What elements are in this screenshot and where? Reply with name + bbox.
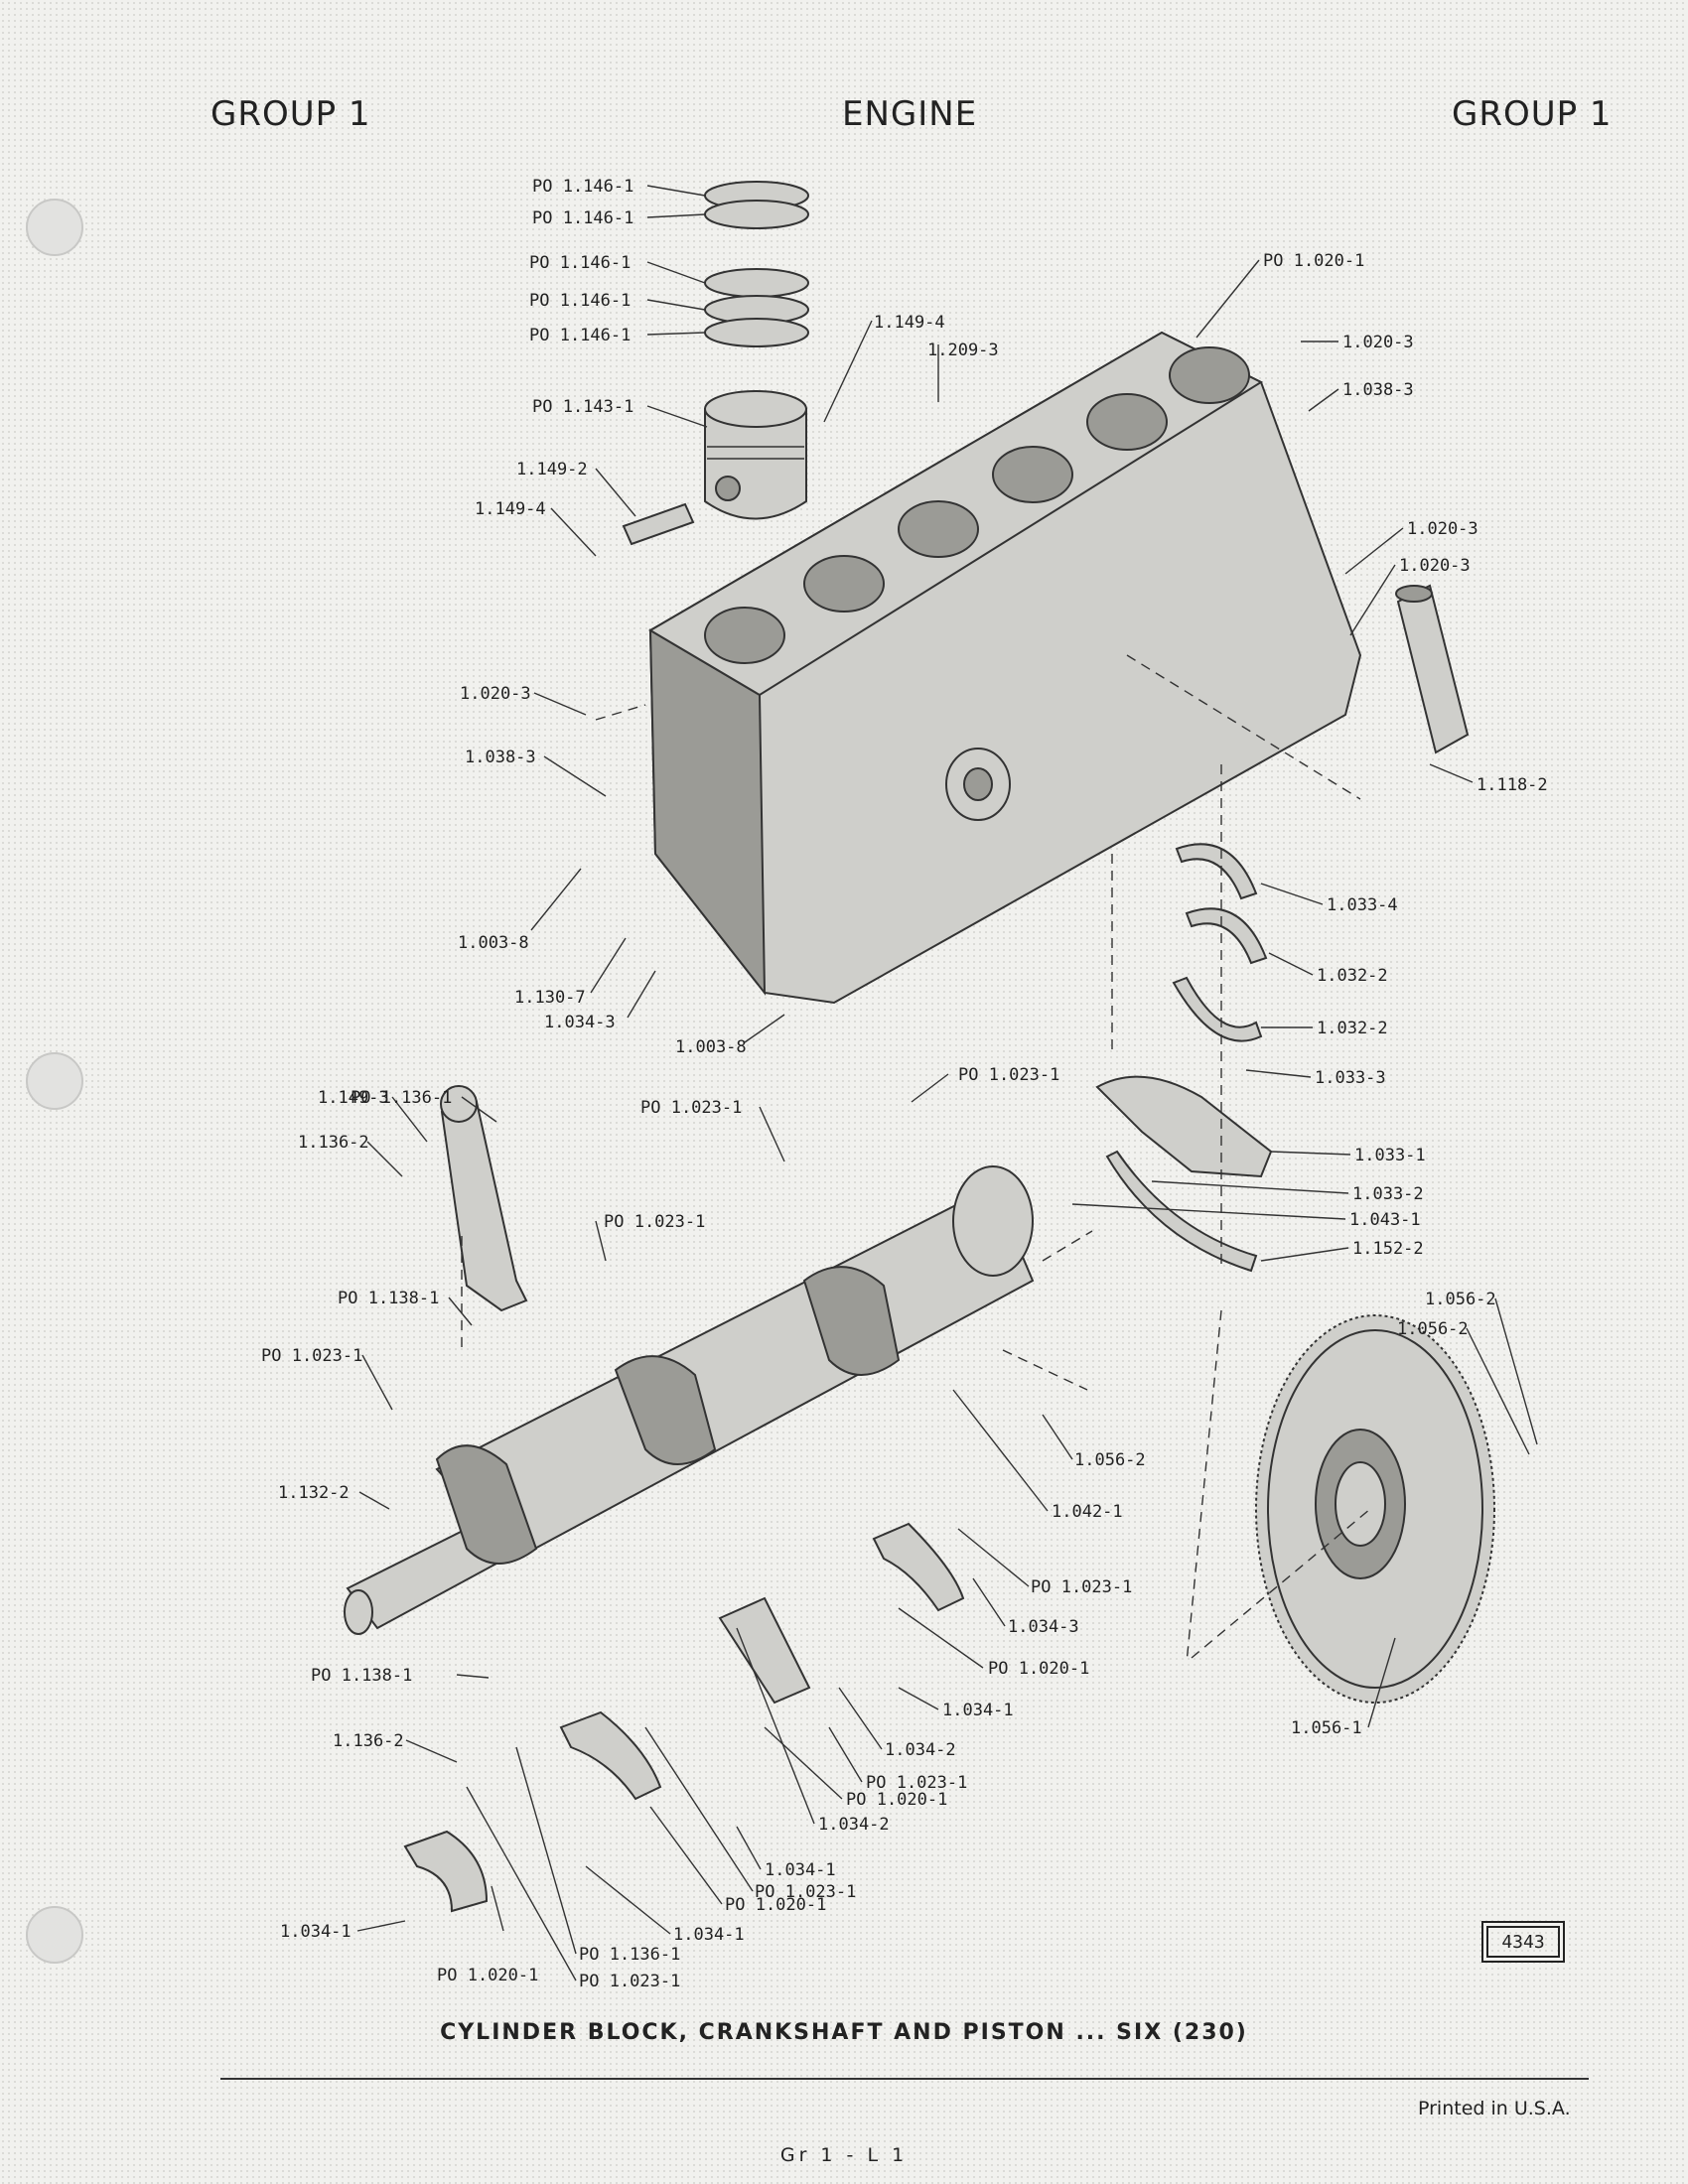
callout: 1.132-2 [278,1483,350,1503]
rear-main-bearing-cap [1095,1075,1273,1273]
callout: PO 1.020-1 [1263,251,1364,271]
callout: 1.034-3 [544,1013,616,1032]
callout: 1.034-1 [765,1860,836,1880]
callout: 1.149-3 [318,1088,389,1108]
callout: PO 1.136-1 [351,1088,452,1108]
callout: 1.020-3 [460,684,531,704]
callout: 1.033-2 [1352,1184,1424,1204]
callout: 1.130-7 [514,988,586,1008]
binder-hole-top [26,199,83,256]
header-group-right: GROUP 1 [1452,94,1613,134]
main-bearing-inserts [1172,843,1268,1042]
crankshaft [344,1165,1035,1635]
callout: 1.149-4 [475,499,546,519]
callout: PO 1.023-1 [958,1065,1059,1085]
callout: PO 1.023-1 [604,1212,705,1232]
callout: 1.209-3 [927,341,999,360]
printed-note: Printed in U.S.A. [1418,2098,1571,2119]
callout: 1.118-2 [1477,775,1548,795]
cylinder-block [648,331,1362,1005]
piston-rings [704,181,809,347]
callout: 1.034-3 [1008,1617,1079,1637]
callout: 1.033-4 [1327,895,1398,915]
callout: PO 1.020-1 [437,1966,538,1985]
diagram-caption: CYLINDER BLOCK, CRANKSHAFT AND PISTON ..… [440,2020,1248,2045]
callout: 1.034-2 [818,1815,890,1835]
callout: PO 1.023-1 [755,1882,856,1902]
callout: 1.032-2 [1317,1019,1388,1038]
callout: 1.003-8 [458,933,529,953]
callout: 1.033-1 [1354,1146,1426,1165]
callout: 1.043-1 [1349,1210,1421,1230]
callout: PO 1.023-1 [579,1972,680,1991]
leader-lines [356,185,1538,1981]
callout: PO 1.146-1 [529,291,631,311]
callout: PO 1.138-1 [338,1289,439,1308]
callout: PO 1.146-1 [532,177,633,197]
assembly-lines [461,654,1371,1664]
callout: 1.136-2 [298,1133,369,1153]
lower-bearing-caps [403,1522,965,1913]
callout: 1.042-1 [1052,1502,1123,1522]
connecting-rod [440,1085,528,1312]
callout: 1.020-3 [1407,519,1478,539]
callout: 1.020-3 [1399,556,1471,576]
callout: PO 1.020-1 [988,1659,1089,1679]
callout: PO 1.146-1 [529,253,631,273]
callout: 1.003-8 [675,1037,747,1057]
callout: 1.034-1 [280,1922,352,1942]
reference-number-box: 4343 [1481,1921,1565,1963]
callout: PO 1.023-1 [640,1098,742,1118]
callout: 1.056-1 [1291,1718,1362,1738]
callout: 1.149-4 [874,313,945,333]
callout: 1.056-2 [1425,1290,1496,1309]
callout: PO 1.146-1 [532,208,633,228]
callout: 1.032-2 [1317,966,1388,986]
callout: PO 1.020-1 [725,1895,826,1915]
callout: 1.149-2 [516,460,588,479]
callout: PO 1.138-1 [311,1666,412,1686]
callout: 1.033-3 [1315,1068,1386,1088]
callout: 1.034-1 [673,1925,745,1945]
callout-labels: PO 1.146-1 PO 1.146-1 PO 1.146-1 PO 1.14… [261,177,1548,1991]
header-engine: ENGINE [842,94,978,134]
callout: 1.056-2 [1074,1450,1146,1470]
camshaft-bearing [1395,584,1470,754]
callout: 1.034-1 [942,1701,1014,1720]
callout: 1.038-3 [1342,380,1414,400]
callout: PO 1.146-1 [529,326,631,345]
callout: PO 1.143-1 [532,397,633,417]
callout: PO 1.023-1 [866,1773,967,1793]
piston-pin [622,502,695,546]
callout: 1.034-2 [885,1740,956,1760]
callout: PO 1.023-1 [261,1346,362,1366]
callout: 1.152-2 [1352,1239,1424,1259]
divider-rule [220,2078,1589,2080]
callout: PO 1.023-1 [1031,1577,1132,1597]
header-group-left: GROUP 1 [211,94,371,134]
callout: 1.056-2 [1397,1319,1469,1339]
page-code: Gr 1 - L 1 [779,2144,909,2166]
binder-hole-bottom [26,1906,83,1964]
flywheel [1255,1314,1495,1704]
callout: PO 1.136-1 [579,1945,680,1965]
callout: 1.038-3 [465,748,536,767]
callout: 1.136-2 [333,1731,404,1751]
callout: 1.020-3 [1342,333,1414,352]
binder-hole-middle [26,1052,83,1110]
callout: PO 1.020-1 [846,1790,947,1810]
piston [704,390,807,520]
